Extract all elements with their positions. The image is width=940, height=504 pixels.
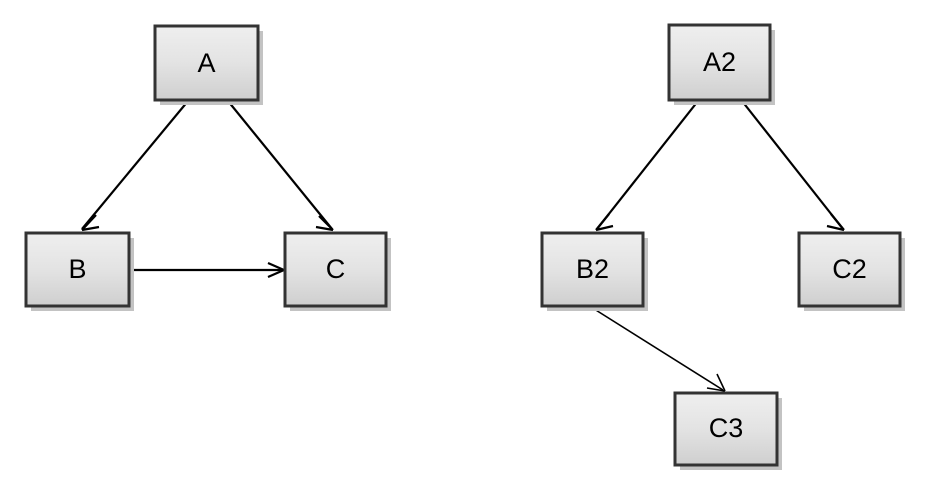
node-a2-label: A2 [703, 47, 736, 77]
node-b-label: B [68, 254, 86, 284]
right-graph: A2 B2 C2 C3 [540, 23, 905, 470]
edge-a2-to-b2-line [596, 100, 699, 230]
edge-a-to-c-line [227, 100, 333, 230]
node-a-box[interactable] [153, 24, 260, 102]
node-b2[interactable]: B2 [540, 231, 648, 311]
edge-a2-to-c2 [741, 100, 845, 232]
edge-a-to-c [227, 100, 334, 232]
node-c2-box[interactable] [797, 231, 902, 308]
edge-a2-to-c2-line [741, 100, 844, 230]
edge-a-to-b-arrowhead [81, 214, 100, 232]
node-a[interactable]: A [153, 24, 263, 105]
edge-a-to-b [81, 100, 189, 232]
node-b2-box[interactable] [540, 231, 645, 308]
edge-b-to-c [131, 261, 285, 279]
left-graph: A B C [24, 24, 391, 311]
node-a2-box[interactable] [667, 23, 772, 102]
node-b[interactable]: B [24, 231, 134, 311]
node-c3[interactable]: C3 [673, 391, 782, 470]
edge-a-to-b-line [81, 100, 189, 230]
node-c-box[interactable] [283, 231, 388, 308]
edge-a-to-c-arrowhead [315, 215, 334, 232]
edge-a2-to-c2-arrowhead [826, 213, 845, 232]
node-b2-label: B2 [576, 254, 609, 284]
edge-b-to-c-arrowhead [267, 261, 285, 279]
node-c-label: C [326, 254, 346, 284]
node-a-label: A [197, 48, 215, 78]
edge-b2-to-c3-line [590, 306, 724, 391]
node-c2-label: C2 [832, 254, 867, 284]
edge-b2-to-c3 [590, 306, 726, 392]
edge-b2-to-c3-arrowhead [706, 373, 726, 392]
node-c3-box[interactable] [673, 391, 779, 467]
node-c[interactable]: C [283, 231, 391, 311]
node-c3-label: C3 [709, 413, 744, 443]
node-a2[interactable]: A2 [667, 23, 775, 105]
edge-a2-to-b2-arrowhead [595, 213, 614, 232]
node-b-box[interactable] [24, 231, 131, 308]
edge-a2-to-b2 [595, 100, 699, 232]
node-c2[interactable]: C2 [797, 231, 905, 311]
